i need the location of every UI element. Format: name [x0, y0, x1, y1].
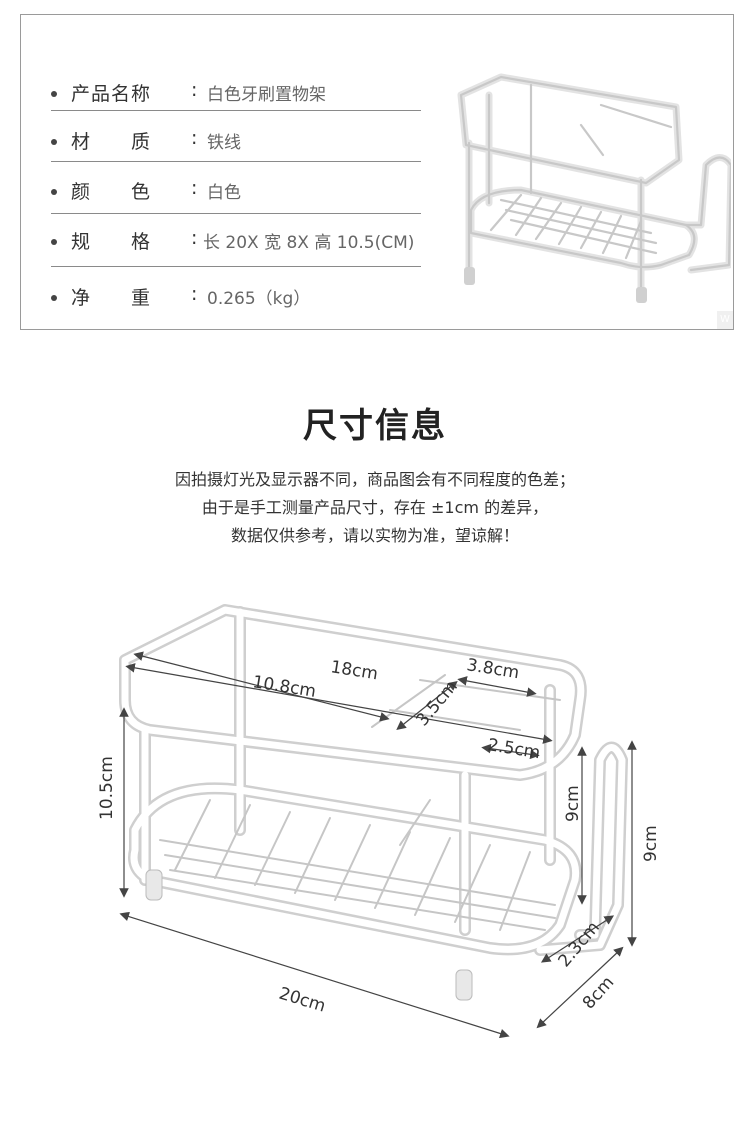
bullet-icon — [51, 239, 57, 245]
spec-value: 白色牙刷置物架 — [207, 85, 326, 105]
spec-row-color: 颜 色 : 白色 — [51, 165, 421, 215]
spec-separator: : — [191, 177, 198, 199]
divider — [51, 213, 421, 214]
spec-row-weight: 净 重 : 0.265（kg） — [51, 271, 421, 321]
dim-total-width: 8cm — [579, 973, 618, 1014]
bullet-icon — [51, 189, 57, 195]
spec-label: 颜 色 — [71, 181, 152, 203]
divider — [51, 110, 421, 111]
note-line: 数据仅供参考，请以实物为准，望谅解！ — [230, 526, 519, 545]
dim-top-compartment-small: 2.5cm — [486, 735, 541, 763]
spec-row-size: 规 格 : 长 20X 宽 8X 高 10.5(CM) — [51, 215, 421, 265]
divider — [51, 161, 421, 162]
spec-value: 铁线 — [207, 133, 241, 153]
spec-panel: 产品名称 : 白色牙刷置物架 材 质 : 铁线 颜 色 : 白色 规 格 : 长… — [20, 14, 734, 330]
dim-top-length: 18cm — [329, 657, 379, 684]
dim-total-height: 10.5cm — [97, 756, 117, 820]
spec-value: 长 20X 宽 8X 高 10.5(CM) — [203, 233, 415, 253]
dim-inner-height: 9cm — [563, 785, 583, 822]
spec-separator: : — [191, 127, 198, 149]
note-line: 因拍摄灯光及显示器不同，商品图会有不同程度的色差； — [174, 470, 575, 489]
spec-label: 产品名称 — [71, 83, 152, 105]
dim-top-left-compartment: 10.8cm — [251, 672, 317, 702]
spec-label: 净 重 — [71, 287, 152, 309]
spec-separator: : — [191, 79, 198, 101]
bullet-icon — [51, 295, 57, 301]
spec-value: 0.265（kg） — [207, 289, 311, 309]
section-title: 尺寸信息 — [303, 406, 447, 446]
dim-top-compartment-depth: 3.5cm — [413, 677, 462, 730]
dim-total-length: 20cm — [277, 984, 328, 1017]
corner-watermark: W — [717, 311, 733, 329]
product-thumbnail — [457, 73, 731, 303]
bullet-icon — [51, 91, 57, 97]
dimension-diagram: 18cm 10.8cm 3.8cm 3.5cm 2.5cm 10.5cm 9cm… — [97, 604, 661, 1039]
note-line: 由于是手工测量产品尺寸，存在 ±1cm 的差异， — [201, 498, 549, 517]
spec-separator: : — [191, 227, 198, 249]
spec-value: 白色 — [207, 183, 241, 203]
spec-row-material: 材 质 : 铁线 — [51, 115, 421, 165]
bullet-icon — [51, 139, 57, 145]
spec-label: 规 格 — [71, 231, 152, 253]
spec-row-name: 产品名称 : 白色牙刷置物架 — [51, 67, 421, 117]
spec-label: 材 质 — [71, 131, 152, 153]
divider — [51, 266, 421, 267]
spec-separator: : — [191, 283, 198, 305]
dim-hook-height: 9cm — [641, 825, 661, 862]
